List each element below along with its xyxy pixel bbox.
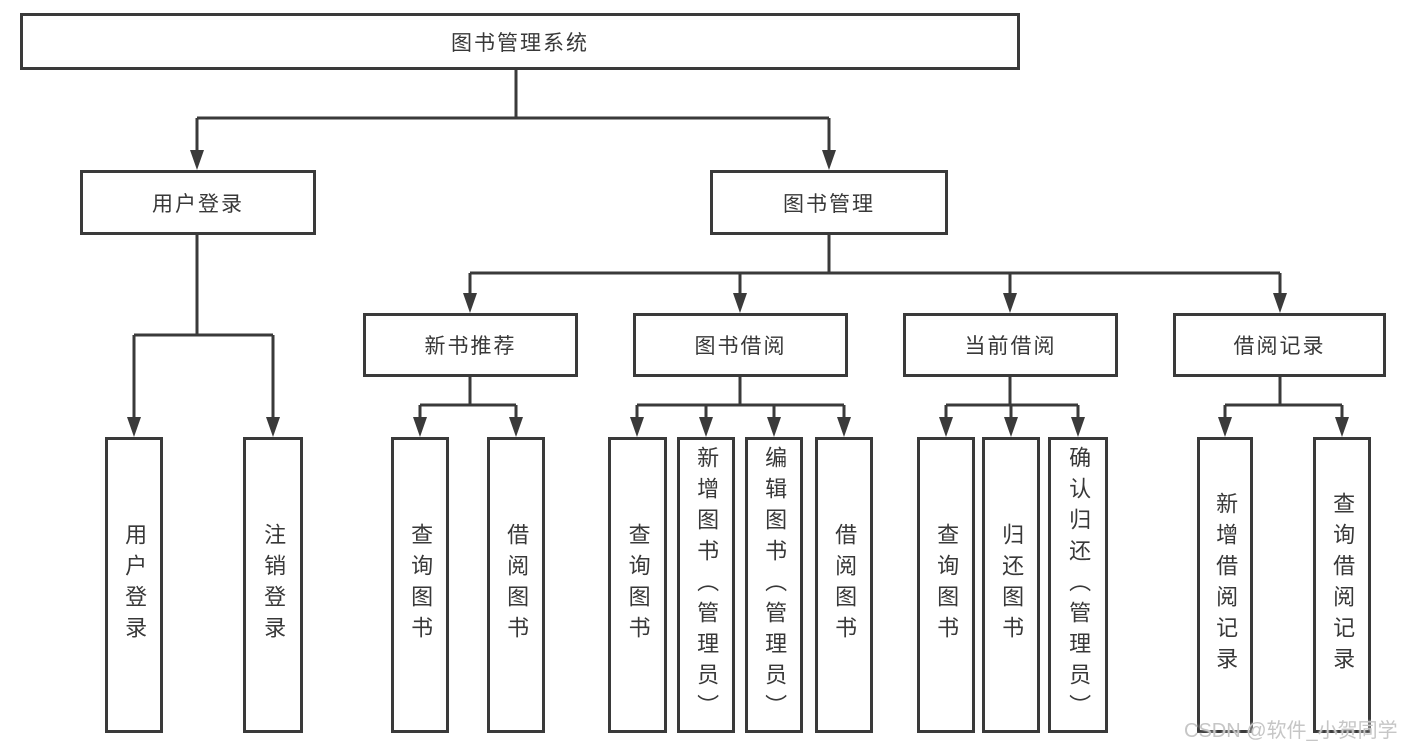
leaf-query-borrow-record: 查询借阅记录 — [1313, 437, 1371, 733]
node-root: 图书管理系统 — [20, 13, 1020, 70]
leaf-user-login: 用户登录 — [105, 437, 163, 733]
node-book-management-label: 图书管理 — [783, 192, 875, 216]
leaf-borrowing-query-books-label: 查询图书 — [625, 523, 651, 647]
node-book-borrowing: 图书借阅 — [633, 313, 848, 377]
node-book-management: 图书管理 — [710, 170, 948, 235]
node-new-book-recommend: 新书推荐 — [363, 313, 578, 377]
leaf-borrowing-borrow-books-label: 借阅图书 — [832, 523, 858, 647]
leaf-confirm-return-admin: 确认归还（管理员） — [1048, 437, 1108, 733]
node-borrow-records-label: 借阅记录 — [1233, 335, 1326, 358]
leaf-add-borrow-record-label: 新增借阅记录 — [1213, 492, 1239, 678]
leaf-confirm-return-admin-label: 确认归还（管理员） — [1066, 445, 1092, 725]
leaf-current-query-books: 查询图书 — [917, 437, 975, 733]
arrowheads — [127, 150, 1349, 437]
node-new-book-recommend-label: 新书推荐 — [424, 335, 517, 358]
leaf-add-borrow-record: 新增借阅记录 — [1197, 437, 1253, 733]
leaf-add-books-admin-label: 新增图书（管理员） — [694, 445, 720, 725]
leaf-logout: 注销登录 — [243, 437, 303, 733]
leaf-logout-label: 注销登录 — [261, 523, 287, 647]
leaf-borrowing-query-books: 查询图书 — [608, 437, 667, 733]
csdn-watermark: CSDN @软件_小贺同学 — [1184, 720, 1398, 742]
node-book-borrowing-label: 图书借阅 — [694, 335, 787, 358]
leaf-borrowing-borrow-books: 借阅图书 — [815, 437, 873, 733]
leaf-newrec-borrow-books-label: 借阅图书 — [504, 523, 530, 647]
node-current-borrowing-label: 当前借阅 — [964, 335, 1057, 358]
leaf-edit-books-admin: 编辑图书（管理员） — [745, 437, 803, 733]
leaf-newrec-query-books: 查询图书 — [391, 437, 449, 733]
leaf-return-books: 归还图书 — [982, 437, 1040, 733]
node-user-login: 用户登录 — [80, 170, 316, 235]
node-current-borrowing: 当前借阅 — [903, 313, 1118, 377]
leaf-edit-books-admin-label: 编辑图书（管理员） — [762, 445, 788, 725]
leaf-user-login-label: 用户登录 — [122, 523, 148, 647]
leaf-query-borrow-record-label: 查询借阅记录 — [1330, 492, 1356, 678]
leaf-newrec-query-books-label: 查询图书 — [408, 523, 434, 647]
node-user-login-label: 用户登录 — [152, 192, 244, 216]
leaf-current-query-books-label: 查询图书 — [934, 523, 960, 647]
node-borrow-records: 借阅记录 — [1173, 313, 1386, 377]
leaf-newrec-borrow-books: 借阅图书 — [487, 437, 545, 733]
leaf-return-books-label: 归还图书 — [999, 523, 1025, 647]
leaf-add-books-admin: 新增图书（管理员） — [677, 437, 735, 733]
node-root-label: 图书管理系统 — [451, 31, 589, 55]
